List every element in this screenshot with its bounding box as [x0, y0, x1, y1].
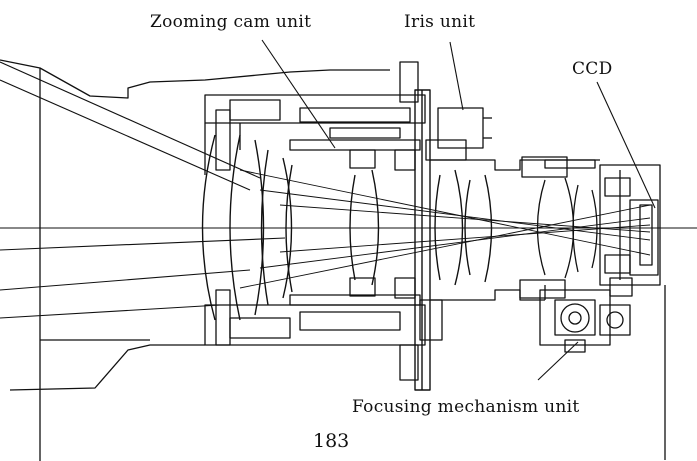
incoming-light-rays [0, 61, 697, 319]
focusing-mechanism [539, 277, 633, 353]
front-lens-group [201, 134, 293, 321]
ccd-label: CCD [572, 59, 613, 79]
rear-barrel [430, 156, 600, 301]
leader-focusing [537, 341, 579, 381]
focusing-mechanism-unit-label: Focusing mechanism unit [352, 397, 580, 417]
zoom-barrel-lower [204, 277, 443, 381]
leader-iris [449, 41, 464, 111]
iris-unit-label: Iris unit [404, 12, 476, 32]
zoom-barrel-upper [204, 61, 426, 175]
page-number: 183 [313, 430, 350, 452]
inner-light-rays [239, 169, 651, 289]
leader-lines [261, 39, 656, 381]
zooming-cam-unit-label: Zooming cam unit [150, 12, 312, 32]
lens-hood-outline [0, 59, 390, 460]
leader-ccd [596, 81, 656, 209]
ccd-block [599, 164, 666, 460]
iris-unit-motor [425, 107, 492, 161]
leader-zooming-cam [261, 39, 336, 149]
middle-lens-group [349, 89, 493, 391]
